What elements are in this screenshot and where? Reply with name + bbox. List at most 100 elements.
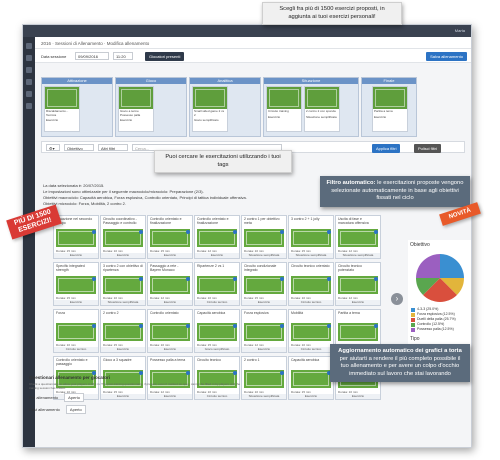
exercise-title: Mobilità (291, 311, 304, 315)
phase-card[interactable]: Small sided game 2 vs 2 Gioco semplifica… (192, 86, 228, 132)
select-check-icon[interactable] (374, 324, 378, 328)
exercise-duration: Durata: 15 min (56, 295, 76, 300)
select-check-icon[interactable] (186, 277, 190, 281)
objective-select[interactable]: Obiettivo (64, 144, 94, 151)
select-check-icon[interactable] (233, 371, 237, 375)
notes-line: La data selezionata è: 20/07/2015. (43, 183, 105, 188)
time-input[interactable]: 11:20 (113, 52, 133, 60)
select-check-icon[interactable] (280, 324, 284, 328)
select-check-icon[interactable] (327, 230, 331, 234)
select-check-icon[interactable] (233, 230, 237, 234)
post-training-select[interactable]: Aperto (65, 405, 86, 414)
exercise-type: Gioco semplificato (195, 347, 239, 352)
exercise-title: 3 contro 2 con obiettivo di ripartenza (103, 264, 143, 272)
pitch-thumbnail (103, 323, 143, 341)
exercise-type: Esercizio (148, 394, 192, 399)
exercise-type: Situazione semplificata (336, 253, 380, 258)
pie-slice (416, 254, 440, 278)
exercise-title: Circuito condizionale integrato (244, 264, 277, 272)
home-icon[interactable] (26, 43, 32, 49)
user-menu[interactable]: Marta (454, 28, 465, 33)
phase-card[interactable]: Circuito training Esercizio (266, 86, 302, 132)
phase-card[interactable]: Gioco a terme Possesso palla Esercizio (118, 86, 154, 132)
legend-label: Forza esplosiva (12.5%) (417, 312, 455, 316)
callout-tags: Puoi cercare le esercitazioni utilizzand… (154, 150, 292, 173)
select-check-icon[interactable] (92, 371, 96, 375)
settings-icon[interactable] (26, 103, 32, 109)
select-check-icon[interactable] (139, 324, 143, 328)
chart-icon[interactable] (26, 91, 32, 97)
pitch-thumbnail (56, 323, 96, 341)
select-check-icon[interactable] (139, 277, 143, 281)
select-check-icon[interactable] (280, 277, 284, 281)
team-icon[interactable] (26, 67, 32, 73)
date-input[interactable]: 09/09/2016 (75, 52, 109, 60)
post-training-row: Post allenamento Aperto (29, 405, 249, 414)
select-check-icon[interactable] (327, 324, 331, 328)
select-check-icon[interactable] (139, 230, 143, 234)
exercise-card[interactable]: Circuito coordinativo - Passaggio e cont… (100, 215, 146, 259)
date-label: Data sessione (41, 54, 67, 59)
select-check-icon[interactable] (233, 324, 237, 328)
exercise-type: Esercizio (148, 300, 192, 305)
select-check-icon[interactable] (280, 230, 284, 234)
pre-training-select[interactable]: Aperto (64, 393, 84, 402)
select-check-icon[interactable] (92, 277, 96, 281)
phase-card[interactable]: 2 contro 2 con sponda Situazione semplif… (304, 86, 340, 132)
select-check-icon[interactable] (374, 230, 378, 234)
pitch-thumbnail (291, 370, 331, 388)
phase-card[interactable]: Riscaldamento... Tecnica Esercizio (44, 86, 80, 132)
phase-final: Finale Partita a tema Esercizio (361, 77, 417, 137)
apply-filters-button[interactable]: Applica filtri (372, 144, 401, 153)
select-check-icon[interactable] (233, 277, 237, 281)
clear-filters-button[interactable]: Pulisci filtri (414, 144, 441, 153)
legend-item: Controllo (12.5%) (408, 322, 471, 327)
next-arrow-icon[interactable]: › (391, 293, 403, 305)
select-check-icon[interactable] (374, 277, 378, 281)
select-check-icon[interactable] (92, 324, 96, 328)
select-check-icon[interactable] (327, 277, 331, 281)
phase-card[interactable]: Partita a tema Esercizio (372, 86, 408, 132)
select-check-icon[interactable] (280, 371, 284, 375)
other-filters-select[interactable]: Altri filtri (98, 144, 128, 151)
exercise-type: Circuito tecnico (195, 394, 239, 399)
exercise-icon[interactable] (26, 79, 32, 85)
phase-card-title: Small sided game 2 vs 2 (194, 109, 225, 117)
exercise-type: Esercizio (54, 253, 98, 258)
save-training-button[interactable]: Salva allenamento (426, 52, 467, 61)
exercise-type: Esercizio (54, 300, 98, 305)
select-check-icon[interactable] (186, 230, 190, 234)
select-check-icon[interactable] (92, 230, 96, 234)
select-check-icon[interactable] (139, 371, 143, 375)
select-check-icon[interactable] (186, 371, 190, 375)
select-check-icon[interactable] (186, 324, 190, 328)
select-check-icon[interactable] (327, 371, 331, 375)
calendar-icon[interactable] (26, 55, 32, 61)
players-present-button[interactable]: Giocatori presenti (145, 52, 185, 61)
settings-gear-icon[interactable]: ⚙▾ (46, 144, 60, 151)
pitch-thumbnail (56, 229, 96, 247)
